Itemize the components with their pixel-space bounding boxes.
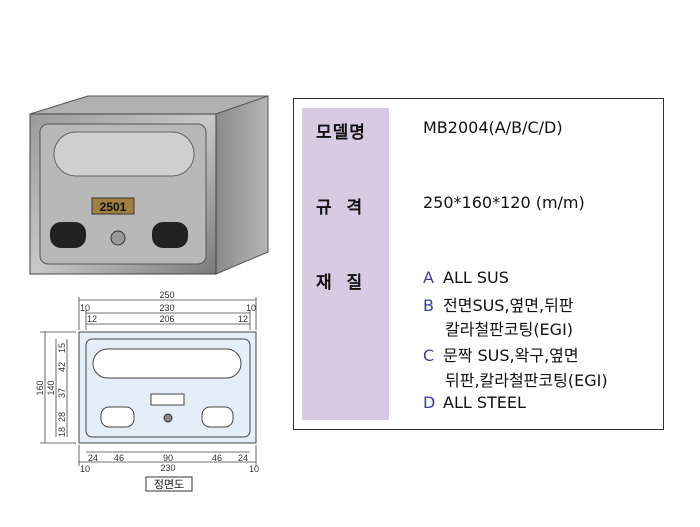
material-text: ALL STEEL [443, 393, 526, 412]
dim-overall-height: 160 [35, 380, 45, 395]
dim-segment: 15 [57, 343, 67, 353]
dim-side-left: 10 [80, 464, 90, 474]
dim-inset-left: 12 [87, 314, 97, 324]
lock-icon [110, 230, 126, 246]
material-text: ALL SUS [443, 268, 509, 287]
material-item: B 전면SUS,옆면,뒤판 [423, 292, 574, 316]
dim-slot-width: 206 [159, 314, 174, 324]
dim-side-right: 10 [249, 464, 259, 474]
dim-inner-width: 230 [159, 303, 174, 313]
model-value: MB2004(A/B/C/D) [423, 118, 563, 137]
dim-overall-width: 250 [159, 290, 174, 300]
model-label: 모델명 [316, 123, 366, 143]
material-key: B [423, 296, 434, 315]
spec-label-column [302, 108, 389, 420]
dim-segment: 24 [88, 453, 98, 463]
material-item: D ALL STEEL [423, 393, 526, 412]
dim-segment: 42 [57, 362, 67, 372]
size-value: 250*160*120 (m/m) [423, 193, 585, 212]
material-text-cont: 뒤판,칼라철판코팅(EGI) [445, 371, 608, 390]
dim-segment: 24 [238, 453, 248, 463]
material-key: D [423, 393, 436, 412]
material-key: A [423, 268, 434, 287]
dim-inner-width: 230 [160, 463, 175, 473]
material-key: C [423, 346, 435, 365]
front-view-drawing: 250 10 230 10 12 206 12 160 140 15 42 37… [35, 290, 259, 492]
mailbox-photo: 2501 [29, 95, 269, 275]
dim-inset-right: 12 [238, 314, 248, 324]
dim-segment: 46 [212, 453, 222, 463]
drawing-caption: 정면도 [154, 478, 184, 491]
size-label: 규 격 [316, 198, 364, 218]
material-label: 재 질 [316, 273, 364, 293]
dim-side-left: 10 [80, 303, 90, 313]
spec-panel [293, 98, 664, 430]
dim-segment: 28 [57, 412, 67, 422]
material-item: C 문짝 SUS,왁구,옆면 [423, 342, 579, 366]
material-text-cont: 칼라철판코팅(EGI) [445, 320, 574, 339]
material-text: 문짝 SUS,왁구,옆면 [443, 346, 579, 365]
material-text: 전면SUS,옆면,뒤판 [443, 296, 574, 315]
dim-inner-height: 140 [46, 380, 56, 395]
material-item: A ALL SUS [423, 268, 509, 287]
lock-icon [163, 413, 173, 423]
dim-segment: 46 [114, 453, 124, 463]
plate-number: 2501 [100, 200, 127, 214]
dim-segment: 37 [57, 388, 67, 398]
dim-side-right: 10 [246, 303, 256, 313]
dim-segment: 18 [57, 427, 67, 437]
dim-segment: 90 [163, 453, 173, 463]
